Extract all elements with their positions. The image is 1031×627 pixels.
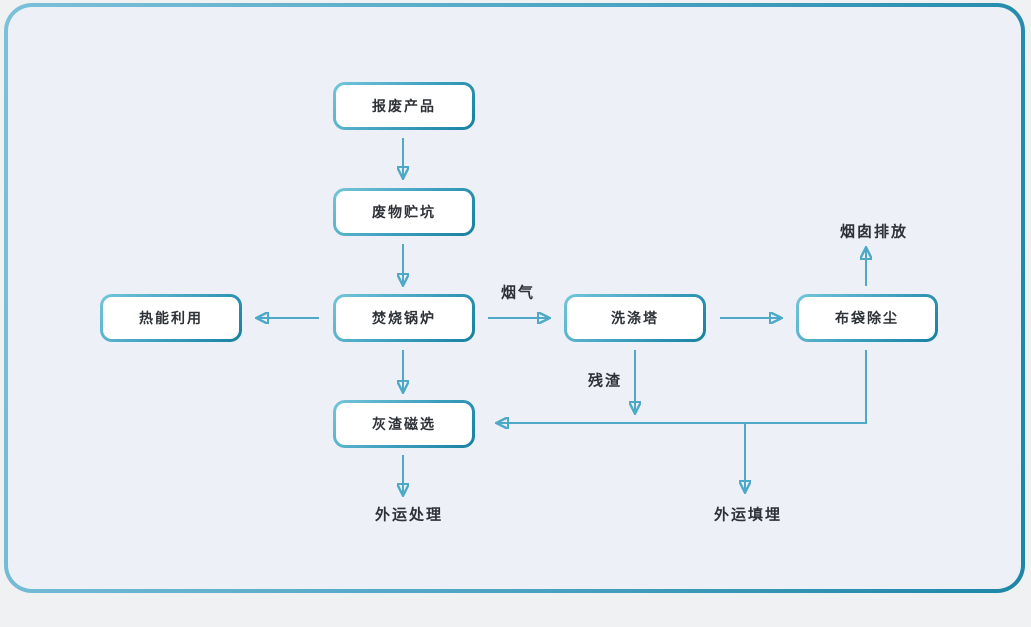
diagram-canvas: 报废产品 废物贮坑 焚烧锅炉 热能利用 洗涤塔 布袋除尘 灰渣磁选 烟气 残渣 … — [4, 3, 1025, 593]
node-scrubbing-tower: 洗涤塔 — [564, 294, 706, 342]
node-scrap-product: 报废产品 — [333, 82, 475, 130]
node-incineration-boiler-label: 焚烧锅炉 — [372, 310, 436, 326]
node-waste-pit-label: 废物贮坑 — [372, 204, 436, 220]
node-ash-magnetic-separation: 灰渣磁选 — [333, 400, 475, 448]
arrow-bagfilter-to-ash — [498, 350, 867, 423]
label-flue-gas: 烟气 — [500, 284, 536, 302]
node-incineration-boiler: 焚烧锅炉 — [333, 294, 475, 342]
label-chimney-emission: 烟囱排放 — [839, 223, 909, 241]
node-bag-dust-collector-label: 布袋除尘 — [835, 310, 899, 326]
node-waste-pit: 废物贮坑 — [333, 188, 475, 236]
node-ash-magnetic-separation-label: 灰渣磁选 — [372, 416, 436, 432]
node-heat-utilization: 热能利用 — [100, 294, 242, 342]
node-scrubbing-tower-label: 洗涤塔 — [611, 310, 659, 326]
node-bag-dust-collector: 布袋除尘 — [796, 294, 938, 342]
node-heat-utilization-label: 热能利用 — [139, 310, 203, 326]
node-scrap-product-label: 报废产品 — [372, 98, 436, 114]
label-outbound-treatment: 外运处理 — [374, 506, 444, 524]
label-outbound-landfill: 外运填埋 — [713, 506, 783, 524]
label-residue: 残渣 — [587, 372, 623, 390]
